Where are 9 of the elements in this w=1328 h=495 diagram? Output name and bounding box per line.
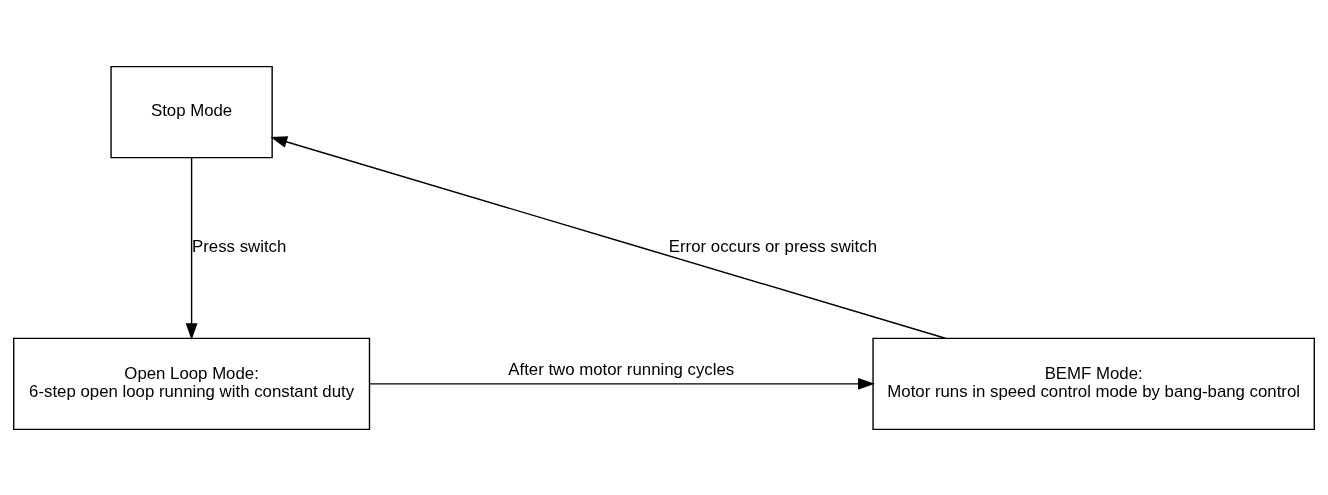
arrow [270, 135, 947, 339]
node-box: BEMF Mode: Motor runs in speed control mode by bang-bang control [872, 337, 1315, 430]
node-box: Stop Mode [110, 65, 273, 158]
arrow [369, 377, 875, 390]
edge-label: After two motor running cycles [508, 359, 735, 379]
edge-label: Error occurs or press switch [668, 236, 877, 256]
edge-label: Press switch [192, 236, 287, 256]
arrow [185, 156, 198, 340]
node-box: Open Loop Mode: 6-step open loop running with constant duty [13, 337, 371, 430]
